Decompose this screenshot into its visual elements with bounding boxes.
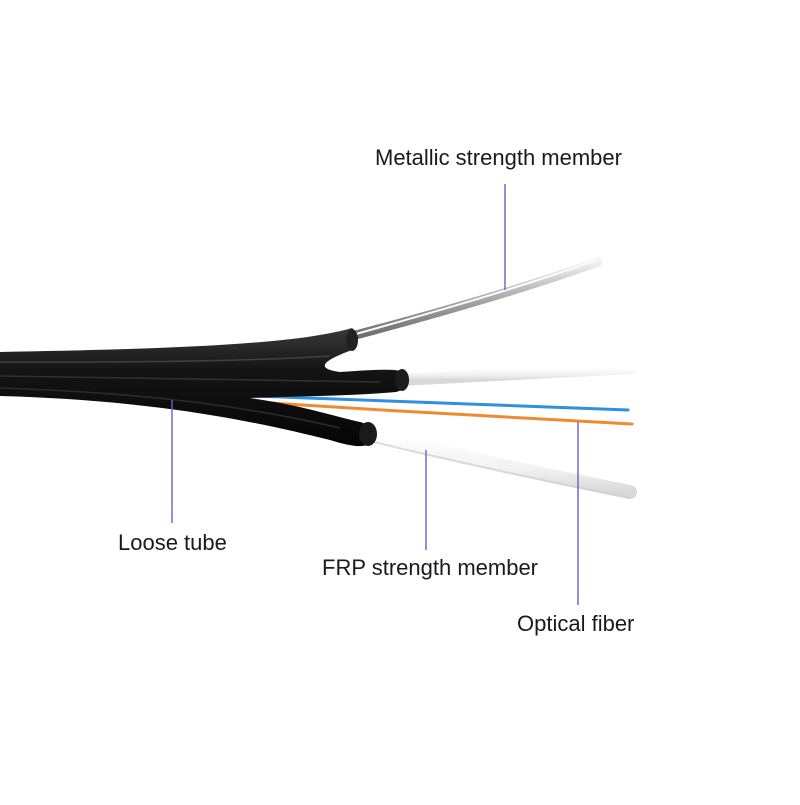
cable-rib-3 xyxy=(0,387,341,429)
label-loose-tube: Loose tube xyxy=(118,530,227,555)
cable-rib-1 xyxy=(0,355,331,363)
steel-wire-highlight xyxy=(355,259,597,335)
label-optical-fiber: Optical fiber xyxy=(517,611,635,636)
frp-strand-upper xyxy=(394,362,638,386)
label-frp-strength-member: FRP strength member xyxy=(322,555,539,580)
cable-cut-end-top xyxy=(346,329,358,351)
cable-cut-end-lower xyxy=(359,422,377,446)
label-metallic-strength-member: Metallic strength member xyxy=(375,145,622,170)
cable-cut-end-middle xyxy=(395,369,409,391)
frp-strand-lower xyxy=(365,429,637,499)
cable-jacket xyxy=(0,328,407,447)
steel-wire xyxy=(347,257,603,341)
frp-strand-lower-shadow xyxy=(373,441,631,499)
cable-rib-2 xyxy=(0,375,381,383)
optical-fiber-orange xyxy=(253,400,634,426)
